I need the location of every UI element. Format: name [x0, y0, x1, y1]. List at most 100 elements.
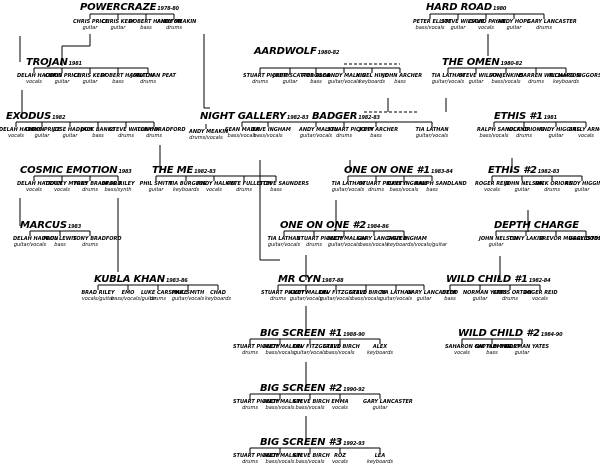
member-role: keyboards/vocals/guitar: [387, 241, 448, 248]
member-role: drums: [306, 241, 322, 248]
member-role: vocals: [206, 186, 222, 193]
band-years: 1978-80: [157, 6, 179, 12]
member-name: GARY LANCASTER: [363, 399, 413, 405]
member-role: bass/vocals: [351, 295, 381, 302]
member-role: guitar: [506, 24, 522, 31]
member-role: guitar/vocals: [415, 132, 449, 139]
member-role: bass: [486, 349, 498, 356]
band-years: 1982: [52, 115, 66, 121]
member-name: PETER ELLIOT: [413, 19, 452, 25]
member-name: ANDY MEAKIN: [189, 129, 229, 135]
member-name: STUART PICKETY: [233, 399, 281, 405]
band-years: 1984-90: [540, 332, 563, 338]
band-name: WILD CHILD #1: [446, 274, 528, 285]
member-name: STUART PICKETY: [233, 344, 281, 350]
member-name: DARREN WILLIAMSON: [519, 73, 581, 79]
member-name: TONY BRADFORD: [73, 181, 122, 187]
band-name: POWERCRAZE: [80, 2, 157, 13]
member-depthcharge: GARY DOBSON: [569, 236, 600, 243]
member-name: IAN JENKINS: [489, 73, 524, 79]
member-role: drums: [528, 78, 544, 85]
member-name: CHRIS ORTON: [493, 290, 532, 296]
member-name: ANDY HALKIN: [197, 181, 236, 187]
member-name: CHRIS PRICE: [45, 73, 81, 79]
member-name: ANDY MALKIN: [263, 344, 303, 350]
member-role: drums: [502, 295, 518, 302]
member-name: ROBERT HAMILTON: [129, 19, 183, 25]
member-role: guitar/vocals: [431, 78, 465, 85]
member-role: guitar/vocals: [267, 241, 301, 248]
member-name: ROGER REID: [475, 181, 510, 187]
member-role: guitar/vocals: [13, 241, 47, 248]
member-name: STUART PICKETY: [297, 236, 345, 242]
member-name: GARY LANCASTER: [407, 290, 457, 296]
member-role: bass/vocals/guitar: [111, 295, 157, 302]
member-role: drums: [166, 24, 182, 31]
band-name: ONE ON ONE #2: [280, 220, 367, 231]
member-name: ANDY HIGGINS: [565, 181, 600, 187]
member-name: STUART PICKETY: [243, 73, 291, 79]
member-role: bass/vocals: [265, 404, 295, 411]
member-name: JOHN ARCHER: [383, 73, 423, 79]
band-title-bigscreen2: BIG SCREEN #21990-92: [260, 383, 365, 396]
member-role: drums: [82, 241, 98, 248]
member-name: ROBERT HAMILTON: [101, 73, 155, 79]
member-name: ANDY HOPE: [497, 19, 531, 25]
band-title-depthcharge: DEPTH CHARGE: [494, 220, 580, 233]
member-name: STEVE BIRCH: [323, 344, 360, 350]
member-role: guitar: [514, 349, 530, 356]
member-role: bass/vocals: [295, 404, 325, 411]
band-years: 1990-92: [343, 387, 365, 393]
member-name: TREVOR MUGGLESTON: [539, 236, 600, 242]
member-name: TIA BURGESS: [169, 181, 207, 187]
member-role: drums: [118, 132, 134, 139]
member-name: GARY DOBSON: [569, 236, 600, 242]
member-role: vocals: [454, 349, 470, 356]
member-role: guitar: [148, 186, 164, 193]
member-role: bass: [54, 241, 66, 248]
member-role: bass/vocals: [359, 241, 389, 248]
member-role: keyboards: [358, 78, 386, 85]
band-years: 1982-84: [528, 278, 551, 284]
member-role: guitar/vocals: [379, 295, 413, 302]
member-role: vocals: [332, 404, 348, 411]
member-role: guitar: [282, 78, 298, 85]
band-title-marcus: MARCUS1983: [20, 220, 81, 233]
member-role: vocals: [484, 186, 500, 193]
member-role: vocals: [478, 24, 494, 31]
member-role: bass: [112, 78, 124, 85]
member-role: drums: [82, 186, 98, 193]
band-years: 1980: [493, 6, 507, 12]
member-name: BRAD RILEY: [101, 181, 135, 187]
band-years: 1980-82: [500, 61, 523, 67]
band-title-trojan: TROJAN1981: [26, 57, 82, 70]
member-role: drums: [270, 295, 286, 302]
member-name: STEVE BIRCH: [293, 453, 330, 459]
band-name: COSMIC EMOTION: [20, 165, 118, 176]
member-role: drums: [242, 404, 258, 411]
band-title-cosmicemotion: COSMIC EMOTION1983: [20, 165, 132, 178]
band-name: BIG SCREEN #3: [260, 437, 343, 448]
member-name: NIGEL HINE: [355, 73, 389, 79]
